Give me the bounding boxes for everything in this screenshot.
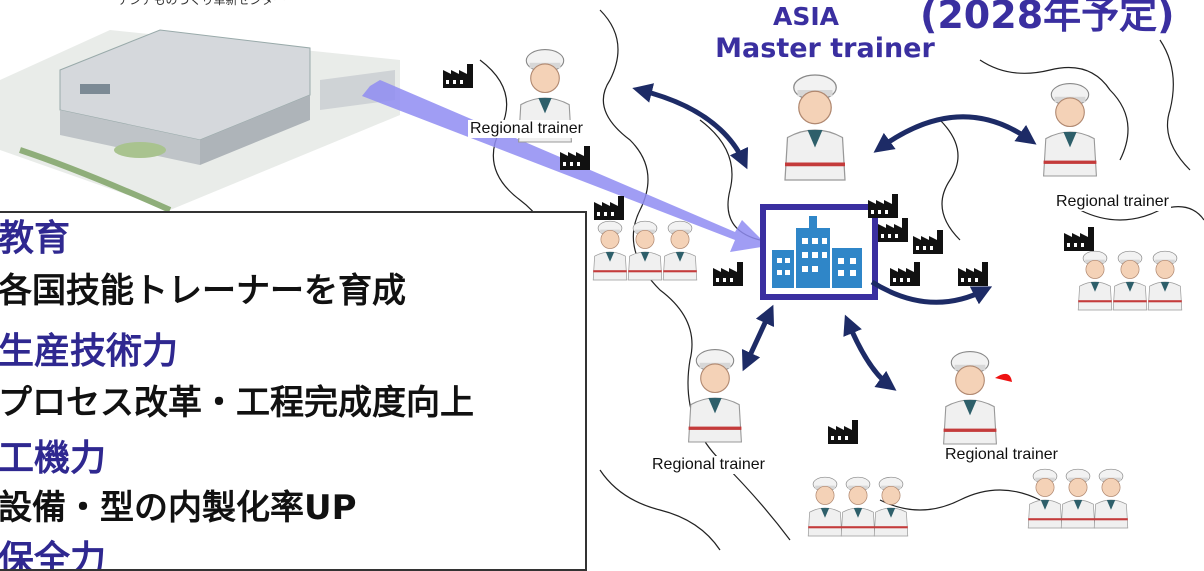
trainee-group-east <box>1077 250 1183 311</box>
panel-text-production-tech: プロセス改革・工程完成度向上 <box>0 383 474 423</box>
panel-text-machining: 設備・型の内製化率UP <box>0 488 357 528</box>
hub-region-label: ASIA <box>772 2 839 31</box>
master-trainer-figure <box>784 74 846 181</box>
panel-heading-machining: 工機力 <box>0 438 107 479</box>
trainee-group-west <box>592 220 698 281</box>
regional-trainer-figure-se <box>943 351 997 445</box>
red-flag-icon <box>995 373 1012 382</box>
regional-trainer-label-nw: Regional trainer <box>468 120 585 138</box>
hub-building-icon <box>760 204 878 300</box>
panel-text-education: 各国技能トレーナーを育成 <box>0 271 406 311</box>
trainee-group-south <box>807 476 909 537</box>
capabilities-panel: 教育 各国技能トレーナーを育成 生産技術力 プロセス改革・工程完成度向上 工機力… <box>0 211 587 571</box>
regional-trainer-figure-ne <box>1043 83 1097 177</box>
factory-building-image <box>0 29 400 213</box>
building-caption: アジアものづくり革新センター <box>118 0 286 7</box>
panel-heading-education: 教育 <box>0 218 71 259</box>
trainee-group-southeast <box>1027 468 1129 529</box>
panel-heading-maintenance: 保全力 <box>0 539 107 571</box>
hub-role-label: Master trainer <box>715 33 935 64</box>
year-note: (2028年予定) <box>920 0 1175 37</box>
regional-trainer-label-se: Regional trainer <box>943 446 1060 464</box>
regional-trainer-figure-sw <box>688 349 742 443</box>
regional-trainer-label-ne: Regional trainer <box>1054 193 1171 211</box>
connection-arrows <box>632 83 1037 391</box>
panel-heading-production-tech: 生産技術力 <box>0 331 179 372</box>
regional-trainer-label-sw: Regional trainer <box>650 456 767 474</box>
